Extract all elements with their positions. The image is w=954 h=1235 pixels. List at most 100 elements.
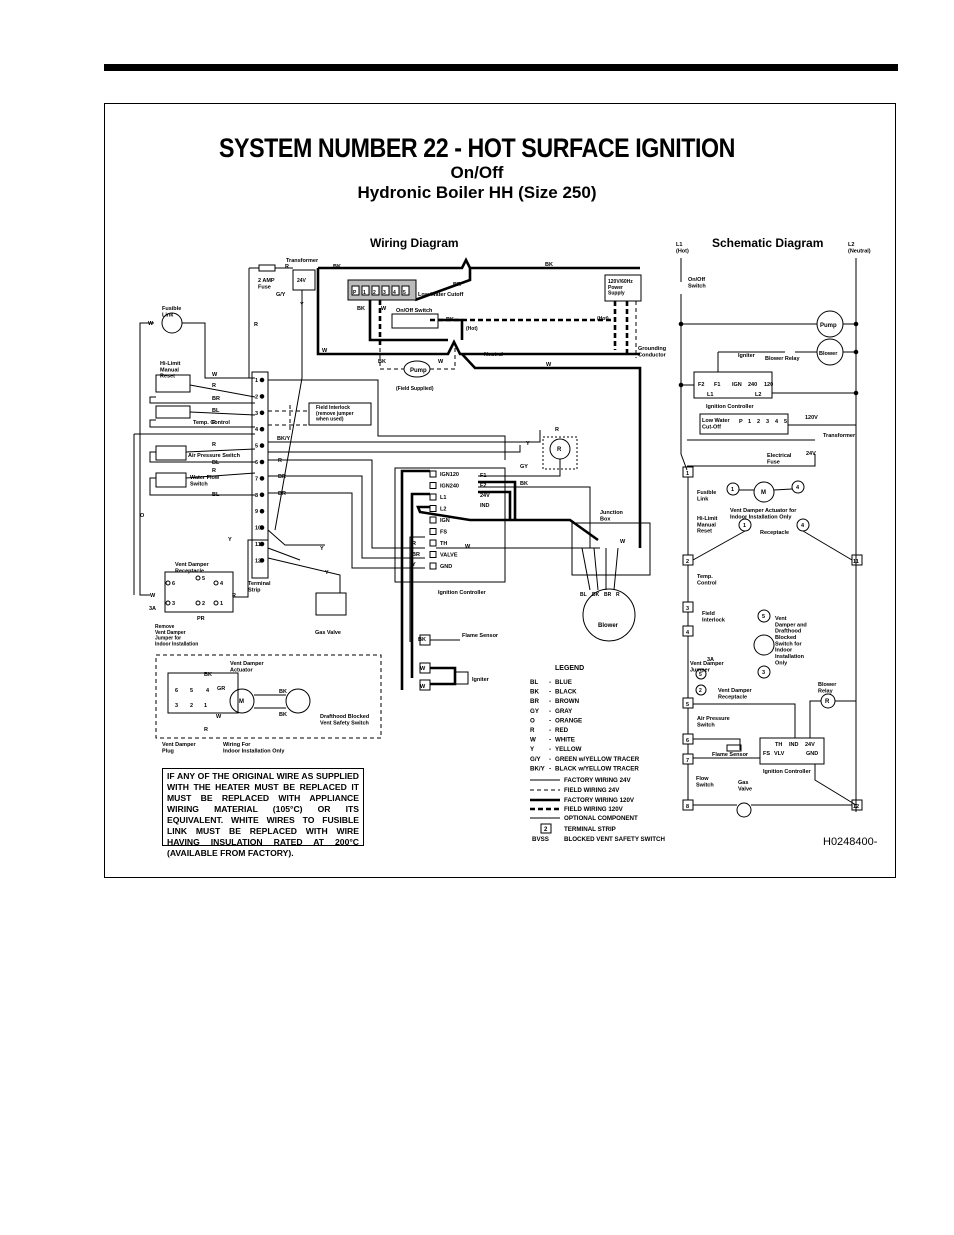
wire-gy-label: GY: [520, 464, 528, 470]
legend-color-code: G/Y: [530, 756, 542, 763]
wire: [139, 322, 154, 596]
wire-bk-label: BK: [204, 672, 212, 678]
receptacle-pin: [213, 600, 219, 606]
wire: [149, 419, 255, 428]
wire-bk-label: BK: [333, 264, 341, 270]
wire-br-label: BR: [453, 282, 461, 288]
legend-color-name: BLACK: [555, 689, 577, 696]
terminal-number: 5: [255, 444, 258, 450]
wire: [409, 536, 425, 642]
wire-br-label: BR: [278, 491, 286, 497]
ignition-controller-box: [394, 467, 506, 583]
wire-w-label: W: [148, 321, 154, 327]
wire-r-label: R: [212, 442, 216, 448]
schematic-circle-5: [757, 609, 771, 623]
schematic-lw-terminal: P: [739, 419, 743, 425]
wire: [430, 348, 456, 370]
optional-indoor-box: [155, 654, 382, 739]
vent-damper-actuator-motor: [229, 688, 255, 714]
wire-bl-label: BL: [212, 460, 220, 466]
schematic-strip-number: 6: [686, 738, 689, 744]
relay-dotted-box: [542, 436, 578, 470]
schematic-lw-terminal: 5: [784, 419, 787, 425]
schematic-blower-relay-label: Blower Relay: [765, 356, 800, 362]
terminal-strip: [251, 371, 269, 579]
plug-pin-label: 4: [206, 688, 210, 694]
wire-bk-label: BK: [357, 306, 365, 312]
ic-terminal-label: GND: [440, 564, 452, 570]
blower-lead-label: BR: [604, 592, 612, 598]
wire: [185, 448, 256, 453]
plug-pin-label: 5: [190, 688, 193, 694]
schematic-circle-2: [695, 684, 707, 696]
terminal-number: 8: [255, 493, 258, 499]
gas-valve-box: [315, 592, 347, 616]
ic-terminal: [429, 562, 437, 570]
wire-w-label: W: [546, 362, 552, 368]
schematic-relay-r: R: [825, 699, 830, 705]
legend-dash: -: [549, 698, 551, 705]
wire: [802, 530, 853, 561]
schematic-l2-label: L2(Neutral): [848, 242, 871, 254]
schematic-circle-number: 1: [731, 487, 734, 493]
wire: [290, 459, 425, 549]
schematic-low-water-box: [699, 413, 789, 435]
wire: [189, 411, 256, 416]
legend-color-code: BR: [530, 698, 539, 705]
schematic-temp-control-label: Temp.Control: [697, 574, 717, 586]
schematic-actuator-motor: [753, 481, 775, 503]
plug-pin-label: 6: [175, 688, 178, 694]
schematic-drafthood-switch: [753, 634, 775, 656]
schematic-transformer-label: Transformer: [823, 433, 856, 439]
drafthood-switch-symbol: [285, 688, 311, 714]
junction-dot: [259, 508, 265, 514]
ic-terminal-label: L2: [440, 507, 446, 513]
schematic-strip-2: [682, 554, 694, 566]
ic-right-terminal-label: IND: [480, 503, 490, 509]
schematic-diagram-heading: Schematic Diagram: [712, 236, 824, 250]
legend-line-label: FIELD WIRING 120V: [564, 806, 624, 813]
receptacle-pin-label: 2: [202, 601, 205, 607]
wire: [693, 703, 796, 738]
ic-terminal: [429, 470, 437, 478]
receptacle-pin: [213, 580, 219, 586]
schematic-ic2-terminal: FS: [763, 751, 770, 757]
schematic-lw-terminal: 3: [766, 419, 769, 425]
wire-bk-label: BK: [520, 481, 528, 487]
junction-dot: [259, 541, 265, 547]
junction-dot: [853, 390, 859, 396]
legend-color-code: W: [530, 737, 536, 744]
wire-pr-label: PR: [197, 616, 205, 622]
relay-r-label: R: [557, 447, 562, 453]
legend-color-code: GY: [530, 708, 540, 715]
wire-w-label: W: [212, 372, 218, 378]
low-water-cutoff-label: Low Water Cutoff: [418, 292, 463, 298]
plug-pin-label: 2: [190, 703, 193, 709]
ic-terminal: [429, 539, 437, 547]
wire-replacement-note: IF ANY OF THE ORIGINAL WIRE AS SUPPLIED …: [162, 768, 364, 858]
wire: [814, 764, 857, 806]
wire: [268, 379, 506, 460]
legend-color-name: WHITE: [555, 737, 575, 744]
terminal-number: 1: [255, 378, 258, 384]
wire: [773, 488, 793, 491]
diagram-frame: [104, 103, 896, 878]
schematic-strip-3: [682, 601, 694, 613]
ic-right-terminal-label: 24V: [480, 493, 490, 499]
schematic-circle-number: 4: [796, 485, 800, 491]
schematic-strip-number: 12: [853, 804, 859, 810]
schematic-ic2-terminal: 24V: [805, 742, 815, 748]
ignition-controller-label: Ignition Controller: [438, 590, 487, 596]
field-supplied-label: (Field Supplied): [396, 386, 434, 392]
schematic-circle-number: 4: [801, 523, 805, 529]
schematic-circle-4b: [796, 518, 810, 532]
ic-terminal-label: IGN240: [440, 484, 459, 490]
